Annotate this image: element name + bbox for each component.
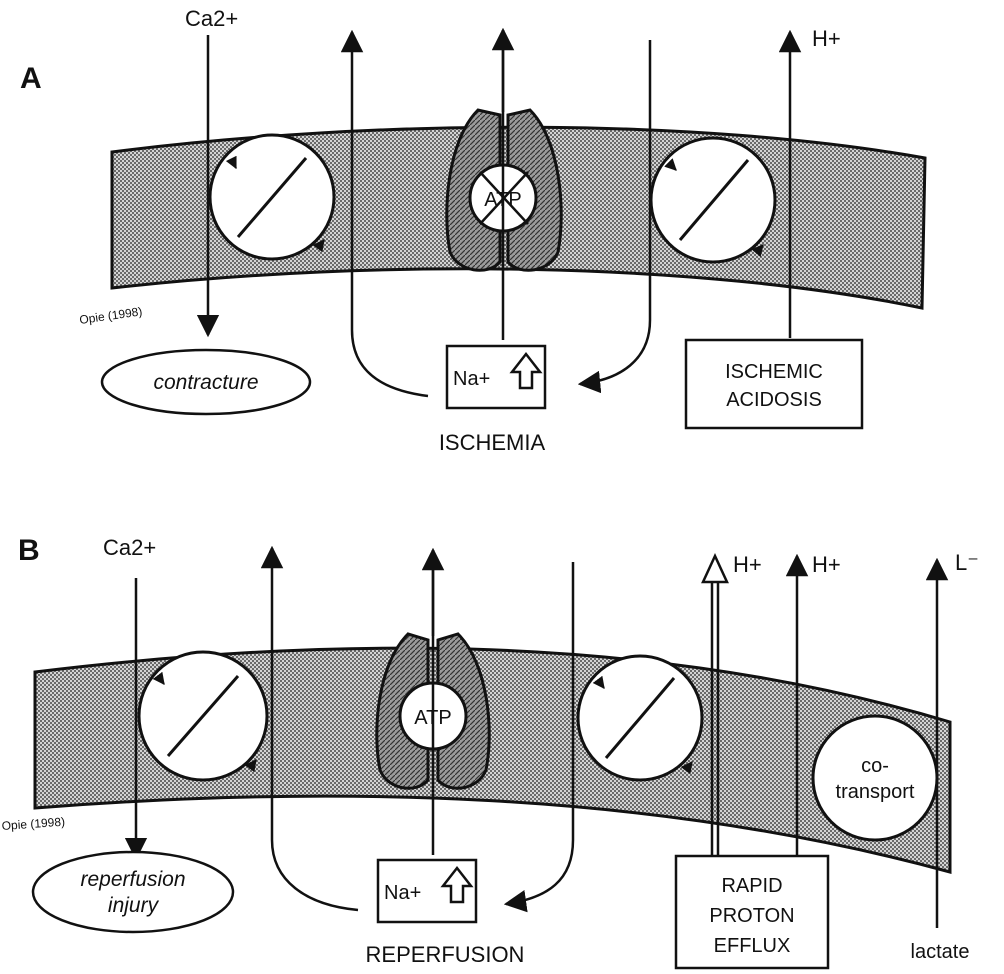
panel-a-letter: A	[20, 62, 42, 95]
panel-a-acidosis-box	[684, 338, 864, 430]
panel-a: A ATP	[20, 6, 927, 455]
panel-a-sodium-rise-arrow-icon	[509, 351, 543, 390]
panel-b-calcium-label: Ca2+	[103, 535, 156, 560]
panel-b-cotransport-line1: co-	[861, 755, 889, 777]
panel-b-efflux-line1: RAPID	[721, 875, 782, 897]
panel-a-calcium-label: Ca2+	[185, 6, 238, 31]
panel-b-sodium-efflux-arrow	[260, 545, 359, 912]
panel-b-efflux-box	[674, 854, 830, 970]
panel-b-outcome-oval	[31, 850, 235, 934]
panel-a-credit: Opie (1998)	[78, 304, 143, 327]
panel-b-proton-label-1: H+	[733, 552, 762, 577]
panel-b-sodium-rise-arrow-icon	[440, 865, 474, 904]
panel-b-exchanger-left	[137, 650, 269, 782]
panel-b-atp-channel: ATP	[375, 632, 491, 790]
panel-a-outcome-label: contracture	[153, 371, 258, 394]
panel-a-outcome-oval	[100, 348, 312, 416]
panel-a-exchanger-right	[649, 136, 777, 264]
panel-b-sodium-label: Na+	[384, 882, 421, 904]
panel-a-acidosis-line2: ACIDOSIS	[726, 389, 822, 411]
panel-b-cotransporter: co- transport	[811, 714, 939, 842]
panel-b-rapid-efflux-arrowhead-icon	[701, 553, 729, 584]
panel-b-letter: B	[18, 534, 40, 567]
panel-b-credit: Opie (1998)	[1, 815, 65, 833]
panel-b-exchanger-right	[576, 654, 704, 782]
panel-a-sodium-influx-arrow	[577, 40, 652, 394]
panel-b-sodium-influx-arrow	[503, 562, 575, 913]
panel-a-caption: ISCHEMIA	[439, 430, 546, 455]
panel-b-efflux-line3: EFFLUX	[714, 935, 791, 957]
panel-b-caption: REPERFUSION	[366, 942, 525, 967]
panel-b-proton-label-2: H+	[812, 552, 841, 577]
panel-a-acidosis-line1: ISCHEMIC	[725, 361, 823, 383]
panel-b-cotransport-line2: transport	[836, 781, 915, 803]
panel-a-sodium-efflux-arrow	[340, 29, 429, 398]
panel-b-lactate-label: lactate	[911, 941, 970, 963]
panel-a-sodium-label: Na+	[453, 368, 490, 390]
panel-b-outcome-line1: reperfusion	[80, 868, 185, 891]
panel-a-exchanger-left	[208, 133, 336, 261]
panel-b-outcome-line2: injury	[108, 894, 160, 917]
panel-a-proton-label: H+	[812, 26, 841, 51]
panel-b: B ATP co- transport	[1, 534, 979, 970]
panel-b-lactate-ion-label: L⁻	[955, 550, 979, 575]
panel-b-efflux-line2: PROTON	[709, 905, 794, 927]
panel-a-atp-channel: ATP	[445, 108, 563, 272]
